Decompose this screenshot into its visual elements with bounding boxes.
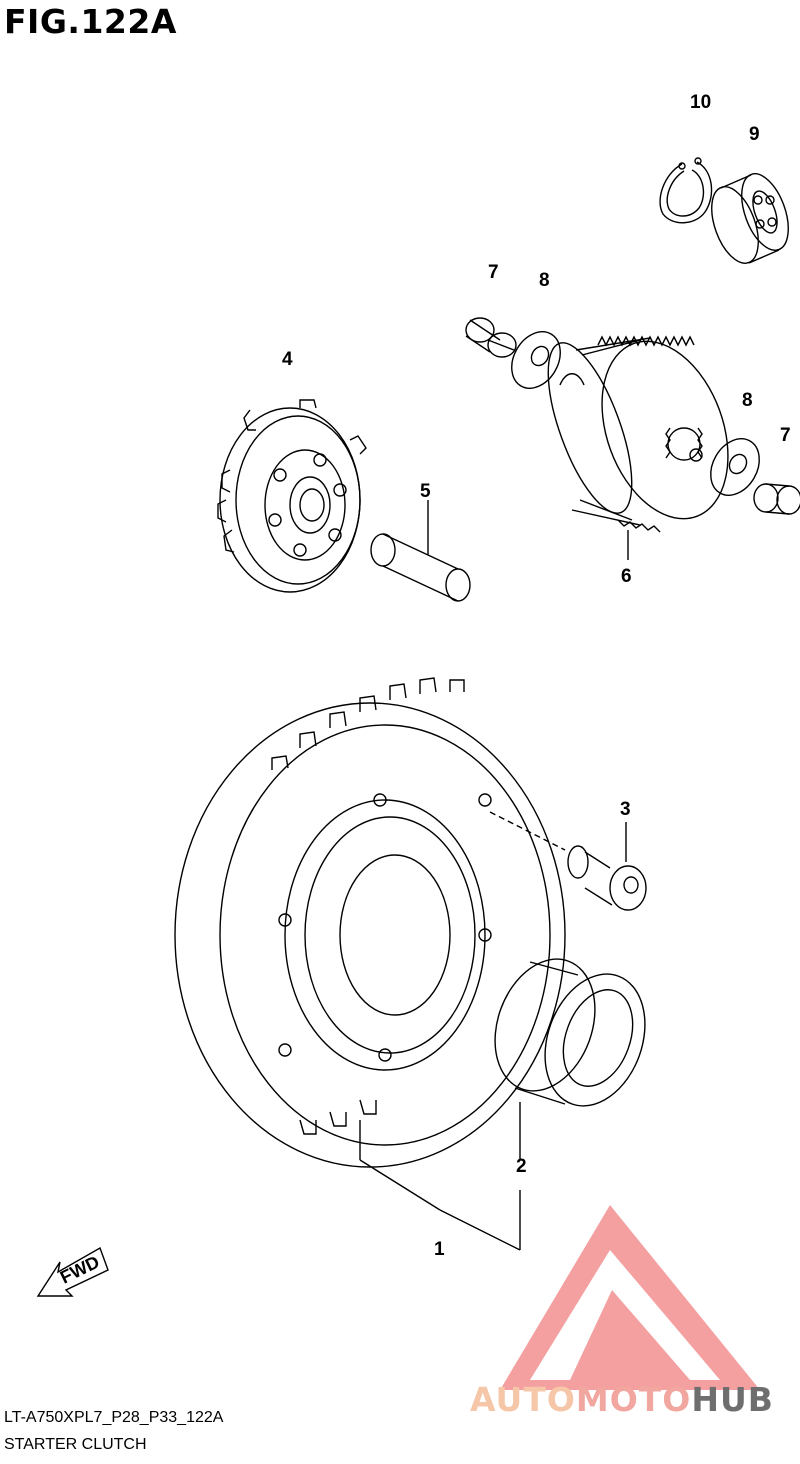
part-9-bearing [711, 173, 789, 264]
fwd-arrow [36, 1246, 109, 1297]
callout-7-lower: 7 [780, 425, 791, 446]
callout-10: 10 [690, 92, 711, 113]
part-2-one-way-clutch [494, 958, 646, 1160]
drawing-code: LT-A750XPL7_P28_P33_122A [4, 1409, 224, 1426]
watermark-text: AUTOMOTOHUB [470, 1380, 774, 1419]
part-4-idle-gear [217, 399, 367, 593]
part-7-collar-lower [753, 483, 800, 515]
watermark-logo-icon [500, 1205, 760, 1390]
part-10-circlip [659, 157, 713, 224]
callout-8-upper: 8 [539, 270, 550, 291]
part-3-bolt [489, 811, 647, 911]
part-7-collar-upper [465, 317, 517, 358]
callout-8-lower: 8 [742, 390, 753, 411]
callout-6: 6 [621, 566, 632, 587]
drawing-name: STARTER CLUTCH [4, 1436, 147, 1453]
fwd-label: FWD [57, 1252, 103, 1288]
callout-5: 5 [420, 481, 431, 502]
callout-4: 4 [282, 349, 293, 370]
callout-3: 3 [620, 799, 631, 820]
figure-title: FIG.122A [4, 2, 177, 41]
part-5-shaft [370, 500, 471, 602]
callout-9: 9 [749, 124, 760, 145]
callout-7-upper: 7 [488, 262, 499, 283]
callout-2: 2 [516, 1156, 527, 1177]
part-8-washer-lower [710, 438, 760, 496]
part-6-clutch-gear [547, 335, 729, 560]
callout-1: 1 [434, 1239, 445, 1260]
part-1-driven-gear [174, 677, 566, 1251]
part-8-washer-upper [511, 331, 561, 389]
